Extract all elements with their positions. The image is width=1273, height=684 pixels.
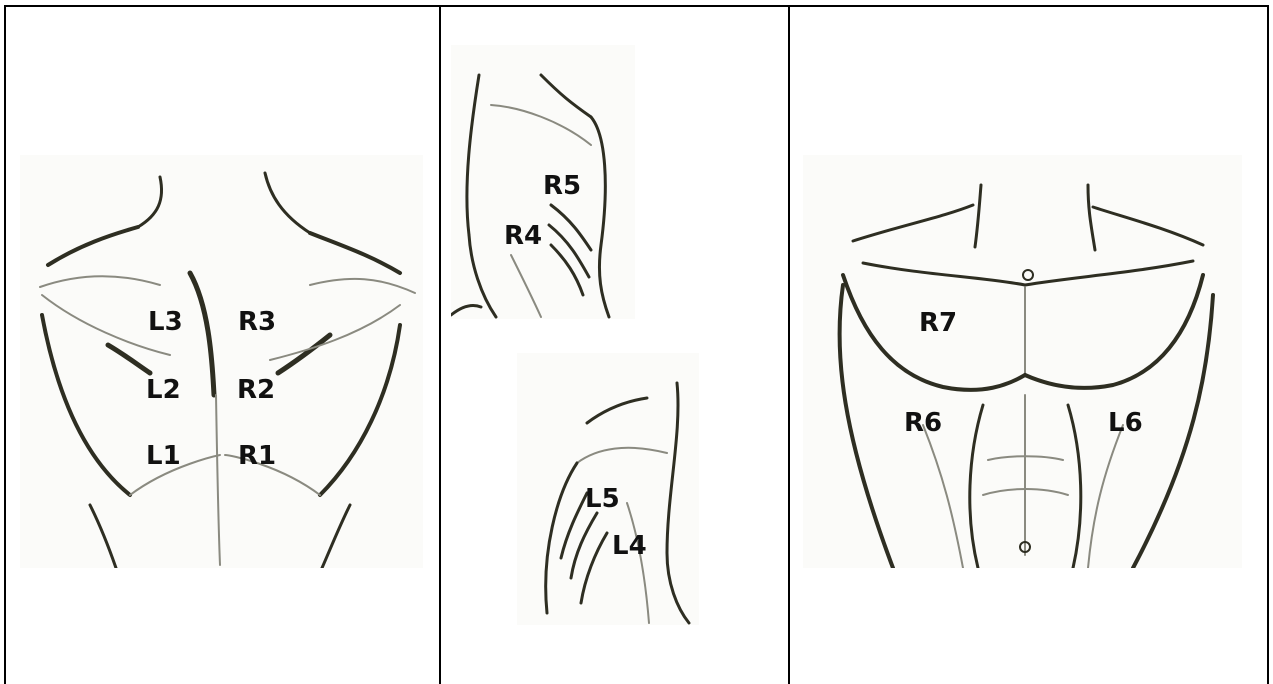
front-view-cell: R7 R6 L6 — [790, 7, 1267, 684]
back-view-cell: L3 R3 L2 R2 L1 R1 — [6, 7, 439, 684]
label-r2: R2 — [237, 377, 275, 403]
label-r1: R1 — [238, 443, 276, 469]
back-torso-sketch — [20, 155, 423, 568]
table-right-border — [1267, 5, 1269, 684]
label-l6: L6 — [1108, 410, 1143, 436]
label-l1: L1 — [146, 443, 181, 469]
label-r5: R5 — [543, 173, 581, 199]
label-r3: R3 — [238, 309, 276, 335]
side-views-cell: R5 R4 L5 L4 — [441, 7, 788, 684]
label-l4: L4 — [612, 533, 647, 559]
front-torso-drawing — [803, 155, 1242, 568]
label-l2: L2 — [146, 377, 181, 403]
label-l3: L3 — [148, 309, 183, 335]
label-r4: R4 — [504, 223, 542, 249]
label-r7: R7 — [919, 310, 957, 336]
label-r6: R6 — [904, 410, 942, 436]
back-torso-drawing — [20, 155, 423, 568]
label-l5: L5 — [585, 486, 620, 512]
front-torso-sketch — [803, 155, 1242, 568]
